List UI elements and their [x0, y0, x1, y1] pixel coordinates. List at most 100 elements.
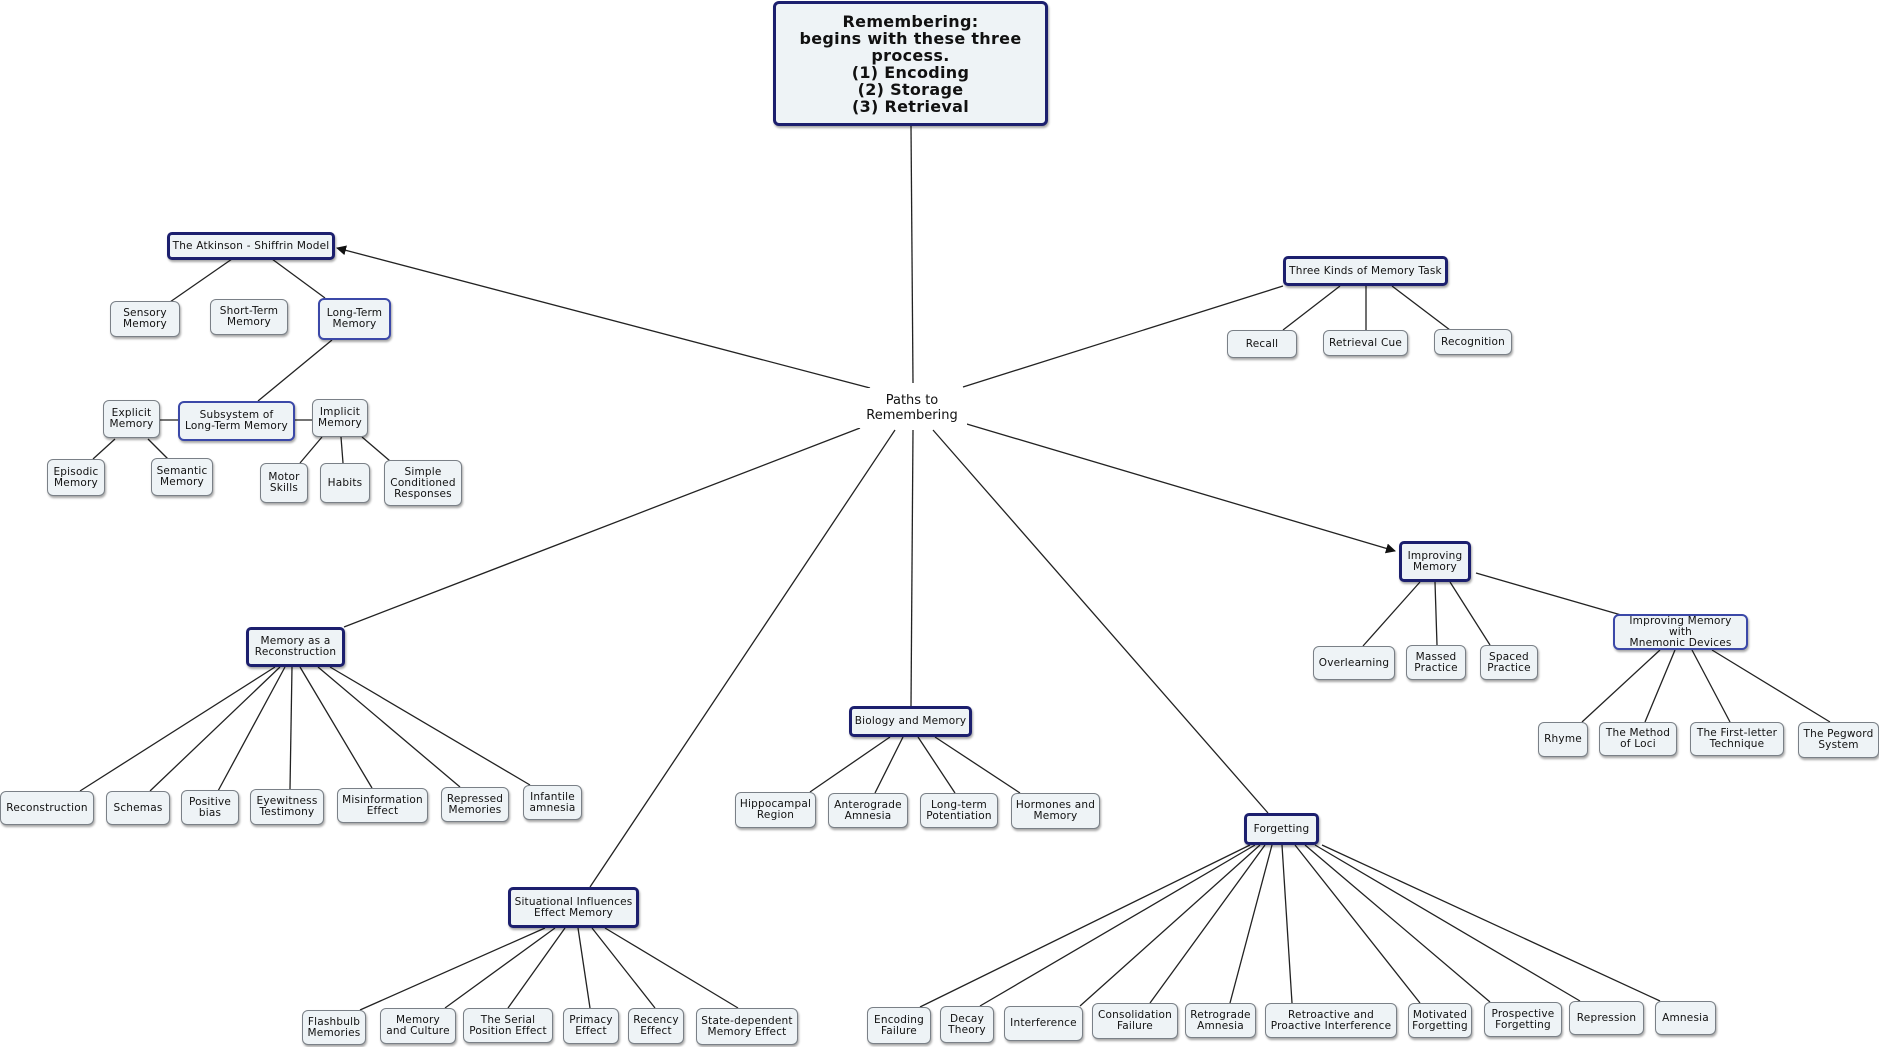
edge-implicit-habits [340, 436, 344, 464]
rhyme-node[interactable]: Rhyme [1538, 722, 1588, 757]
edge-improving-massed [1434, 581, 1438, 646]
hippocampal-region-node[interactable]: Hippocampal Region [735, 792, 816, 828]
edge-implicit-conditioned [361, 436, 391, 462]
state-dependent-effect-node[interactable]: State-dependent Memory Effect [696, 1008, 798, 1045]
edge-forg-amnesia [1321, 844, 1661, 1002]
pegword-system-node[interactable]: The Pegword System [1798, 722, 1879, 758]
edge-rec-positive-bias [217, 666, 286, 792]
edge-explicit-semantic [147, 438, 169, 460]
schemas-node[interactable]: Schemas [106, 791, 170, 825]
edge-bio-ltp [917, 736, 956, 794]
edge-rec-infantile [329, 666, 531, 786]
edge-center-biology [910, 429, 914, 707]
habits-node[interactable]: Habits [320, 463, 370, 503]
edge-rec-schemas [149, 666, 281, 792]
edge-atkinson-long-term [271, 258, 326, 299]
sensory-memory-node[interactable]: Sensory Memory [110, 301, 180, 337]
episodic-memory-node[interactable]: Episodic Memory [47, 459, 105, 496]
positive-bias-node[interactable]: Positive bias [181, 790, 239, 825]
edge-forg-prospective [1304, 844, 1491, 1003]
decay-theory-node[interactable]: Decay Theory [940, 1006, 994, 1043]
massed-practice-node[interactable]: Massed Practice [1406, 645, 1466, 680]
edge-center-atkinson [336, 245, 871, 389]
misinformation-effect-node[interactable]: Misinformation Effect [337, 788, 428, 823]
conditioned-responses-node[interactable]: Simple Conditioned Responses [384, 460, 462, 506]
first-letter-technique-node[interactable]: The First-letter Technique [1690, 722, 1784, 756]
edge-improving-spaced [1449, 581, 1491, 646]
edge-bio-hippocampal [809, 736, 891, 793]
serial-position-effect-node[interactable]: The Serial Position Effect [463, 1008, 553, 1043]
edge-center-improving [959, 421, 1396, 554]
edge-forg-retroactive [1281, 844, 1293, 1004]
amnesia-node[interactable]: Amnesia [1655, 1001, 1716, 1035]
consolidation-failure-node[interactable]: Consolidation Failure [1092, 1003, 1178, 1039]
short-term-memory-node[interactable]: Short-Term Memory [210, 299, 288, 335]
edge-sit-state [604, 927, 739, 1009]
edge-forg-encoding [919, 844, 1251, 1008]
edge-three-recall [1282, 285, 1341, 331]
implicit-memory-node[interactable]: Implicit Memory [312, 399, 368, 437]
repression-node[interactable]: Repression [1569, 1001, 1644, 1035]
biology-memory-node[interactable]: Biology and Memory [849, 706, 972, 737]
motor-skills-node[interactable]: Motor Skills [260, 463, 308, 503]
edge-rec-eyewitness [289, 666, 293, 790]
improving-memory-node[interactable]: Improving Memory [1399, 541, 1471, 582]
repressed-memories-node[interactable]: Repressed Memories [441, 787, 509, 822]
reconstruction-node[interactable]: Reconstruction [0, 791, 94, 825]
edge-sit-recency [591, 927, 656, 1009]
infantile-amnesia-node[interactable]: Infantile amnesia [523, 785, 582, 820]
edge-sit-flashbulb [359, 927, 546, 1011]
root-node[interactable]: Remembering: begins with these three pro… [773, 1, 1048, 126]
edge-rec-reconstruction [79, 666, 276, 792]
recognition-node[interactable]: Recognition [1434, 329, 1512, 355]
edge-implicit-motor [299, 436, 323, 464]
subsystem-long-term-node[interactable]: Subsystem of Long-Term Memory [178, 401, 295, 441]
edge-mnemonic-pegword [1711, 649, 1831, 723]
edge-forg-repression [1314, 844, 1581, 1002]
semantic-memory-node[interactable]: Semantic Memory [151, 458, 213, 496]
three-kinds-task-node[interactable]: Three Kinds of Memory Task [1283, 256, 1448, 286]
long-term-potentiation-node[interactable]: Long-term Potentiation [920, 793, 998, 828]
mnemonic-devices-node[interactable]: Improving Memory with Mnemonic Devices [1613, 614, 1748, 650]
edge-rec-repressed [317, 666, 461, 788]
situational-influences-node[interactable]: Situational Influences Effect Memory [508, 887, 639, 928]
edge-improving-overlearning [1362, 581, 1421, 647]
edge-mnemonic-first-letter [1691, 649, 1731, 723]
memory-reconstruction-node[interactable]: Memory as a Reconstruction [246, 627, 345, 667]
hormones-memory-node[interactable]: Hormones and Memory [1011, 793, 1100, 829]
prospective-forgetting-node[interactable]: Prospective Forgetting [1484, 1002, 1562, 1037]
edge-forg-interference [1079, 844, 1261, 1007]
edge-bio-anterograde [874, 736, 904, 794]
retrieval-cue-node[interactable]: Retrieval Cue [1323, 330, 1408, 356]
motivated-forgetting-node[interactable]: Motivated Forgetting [1408, 1003, 1472, 1038]
edge-forg-retrograde [1229, 844, 1273, 1004]
edge-sit-culture [444, 927, 556, 1009]
long-term-memory-node[interactable]: Long-Term Memory [318, 298, 391, 340]
explicit-memory-node[interactable]: Explicit Memory [103, 400, 160, 438]
center-node[interactable]: Paths to Remembering [857, 388, 967, 428]
memory-culture-node[interactable]: Memory and Culture [380, 1008, 456, 1044]
edge-forg-motivated [1294, 844, 1421, 1004]
recency-effect-node[interactable]: Recency Effect [628, 1008, 684, 1044]
flashbulb-memories-node[interactable]: Flashbulb Memories [302, 1010, 366, 1045]
forgetting-node[interactable]: Forgetting [1244, 813, 1319, 845]
edge-forg-decay [979, 844, 1256, 1007]
method-of-loci-node[interactable]: The Method of Loci [1599, 722, 1677, 756]
interference-node[interactable]: Interference [1004, 1006, 1083, 1041]
edge-rec-misinformation [299, 666, 373, 789]
retrograde-amnesia-node[interactable]: Retrograde Amnesia [1185, 1003, 1256, 1038]
recall-node[interactable]: Recall [1227, 330, 1297, 358]
anterograde-amnesia-node[interactable]: Anterograde Amnesia [828, 793, 908, 828]
encoding-failure-node[interactable]: Encoding Failure [867, 1007, 931, 1044]
edge-sit-primacy [577, 927, 591, 1009]
eyewitness-testimony-node[interactable]: Eyewitness Testimony [250, 789, 324, 825]
edge-long-term-subsystem [257, 339, 333, 402]
edge-forg-consolidation [1149, 844, 1266, 1004]
edge-bio-hormones [934, 736, 1021, 794]
atkinson-shiffrin-node[interactable]: The Atkinson - Shiffrin Model [167, 232, 335, 260]
retroactive-proactive-node[interactable]: Retroactive and Proactive Interference [1265, 1003, 1397, 1038]
spaced-practice-node[interactable]: Spaced Practice [1480, 645, 1538, 680]
primacy-effect-node[interactable]: Primacy Effect [563, 1008, 619, 1044]
overlearning-node[interactable]: Overlearning [1313, 646, 1395, 680]
